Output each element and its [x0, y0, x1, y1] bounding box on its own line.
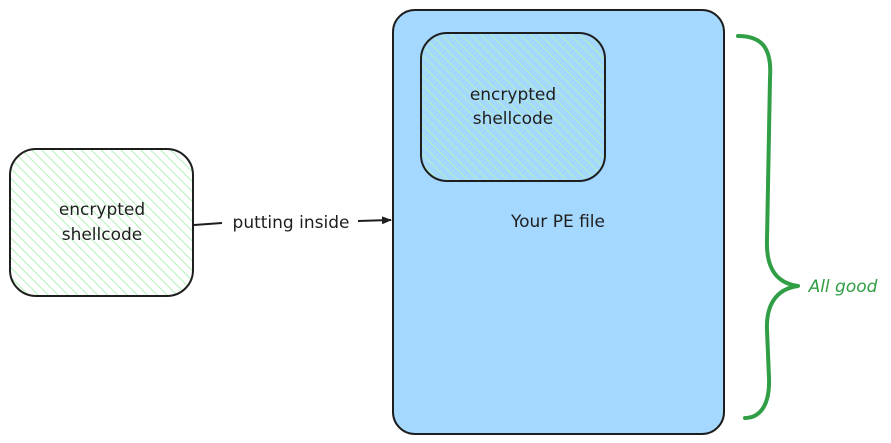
- pe-file-label: Your PE file: [510, 212, 605, 232]
- putting-inside-label: putting inside: [233, 213, 350, 233]
- inner-box-label-line2: shellcode: [473, 109, 554, 129]
- all-good-label: All good: [808, 277, 878, 297]
- source-shellcode-box[interactable]: encrypted shellcode: [9, 148, 194, 297]
- inner-shellcode-box[interactable]: encrypted shellcode: [420, 32, 606, 182]
- brace-shape: [736, 34, 800, 420]
- inner-box-label-line1: encrypted: [470, 85, 556, 105]
- all-good-brace: All good: [736, 34, 878, 420]
- putting-inside-arrow[interactable]: putting inside: [193, 213, 392, 233]
- source-box-label-line1: encrypted: [59, 200, 145, 220]
- source-box-label-line2: shellcode: [62, 225, 143, 245]
